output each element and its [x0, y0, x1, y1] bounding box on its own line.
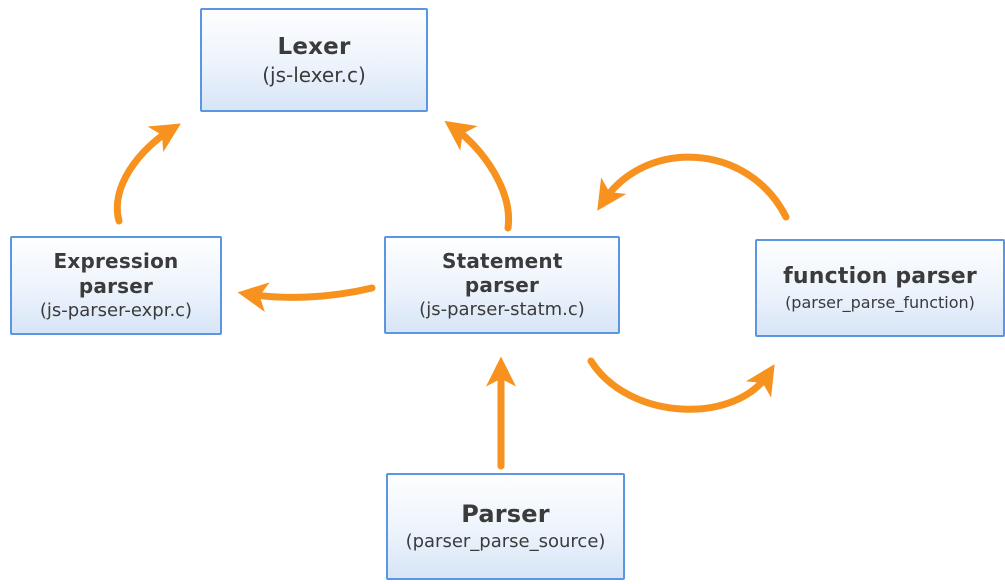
node-lexer-subtitle: (js-lexer.c) — [262, 62, 366, 87]
node-statement-parser-subtitle: (js-parser-statm.c) — [419, 299, 585, 321]
node-parser-subtitle: (parser_parse_source) — [405, 531, 606, 553]
edge-statement-parser-to-lexer-arrow — [444, 120, 513, 232]
node-lexer-title: Lexer — [277, 33, 351, 60]
node-expression-parser-title: Expression parser — [53, 249, 179, 298]
edge-expression-parser-to-lexer-arrow — [113, 123, 181, 225]
node-function-parser-title: function parser — [783, 263, 977, 289]
node-statement-parser-title: Statement parser — [442, 248, 563, 298]
edge-statement-parser-to-function-parser-arrow — [587, 357, 775, 413]
node-parser-title: Parser — [461, 499, 550, 528]
edge-function-parser-to-statement-parser-arrow — [597, 153, 790, 221]
node-function-parser-subtitle: (parser_parse_function) — [785, 292, 975, 312]
node-expression-parser: Expression parser (js-parser-expr.c) — [10, 236, 222, 335]
node-statement-parser: Statement parser (js-parser-statm.c) — [384, 236, 620, 334]
node-parser: Parser (parser_parse_source) — [386, 473, 625, 580]
node-lexer: Lexer (js-lexer.c) — [200, 8, 428, 112]
node-expression-parser-subtitle: (js-parser-expr.c) — [39, 299, 193, 321]
node-function-parser: function parser (parser_parse_function) — [755, 239, 1005, 337]
edge-statement-parser-to-expression-parser-arrow — [237, 282, 376, 312]
